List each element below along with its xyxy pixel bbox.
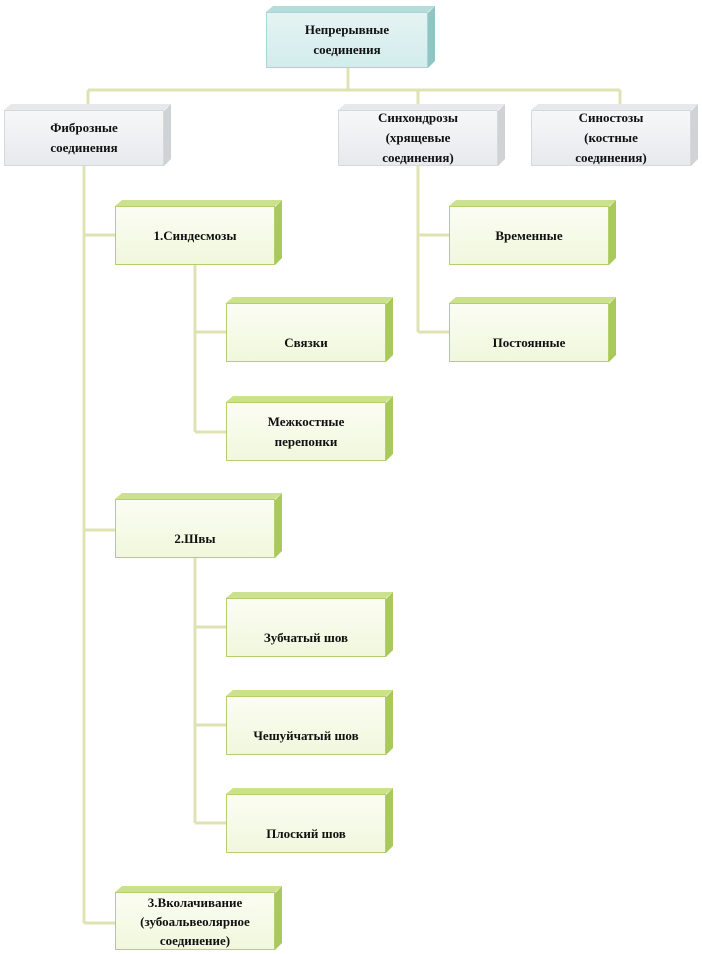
node-ligaments-label: Связки [284,335,328,350]
node-sutures-label: 2.Швы [174,531,216,546]
node-serrate-suture: Зубчатый шов [226,598,386,657]
node-interosseous-membranes-label: Межкостные перепонки [267,414,345,449]
node-syndesmoses-label: 1.Синдесмозы [153,227,237,243]
node-sutures: 2.Швы [115,499,275,558]
node-squamous-suture-label: Чешуйчатый шов [253,728,359,743]
node-permanent-label: Постоянные [492,335,566,350]
node-gomphosis: 3.Вколачивание (зубоальвеолярное соедине… [115,892,275,950]
node-temporary: Временные [449,206,609,265]
node-ligaments: Связки [226,303,386,362]
node-flat-suture-label: Плоский шов [266,826,346,841]
node-syndesmoses: 1.Синдесмозы [115,206,275,265]
node-gomphosis-label: 3.Вколачивание (зубоальвеолярное соедине… [140,894,250,948]
node-synostoses: Синостозы (костные соединения) [531,110,691,166]
node-squamous-suture: Чешуйчатый шов [226,696,386,755]
node-permanent: Постоянные [449,303,609,362]
node-synostoses-label: Синостозы (костные соединения) [575,110,647,165]
node-continuous-joints: Непрерывные соединения [266,12,428,68]
node-fibrous-joints-label: Фиброзные соединения [50,120,118,155]
node-synchondroses: Синхондрозы (хрящевые соединения) [338,110,498,166]
node-continuous-joints-label: Непрерывные соединения [304,22,390,57]
node-temporary-label: Временные [495,227,563,243]
node-interosseous-membranes: Межкостные перепонки [226,402,386,461]
node-fibrous-joints: Фиброзные соединения [4,110,164,166]
node-synchondroses-label: Синхондрозы (хрящевые соединения) [377,110,459,165]
node-flat-suture: Плоский шов [226,794,386,853]
node-serrate-suture-label: Зубчатый шов [263,630,349,645]
